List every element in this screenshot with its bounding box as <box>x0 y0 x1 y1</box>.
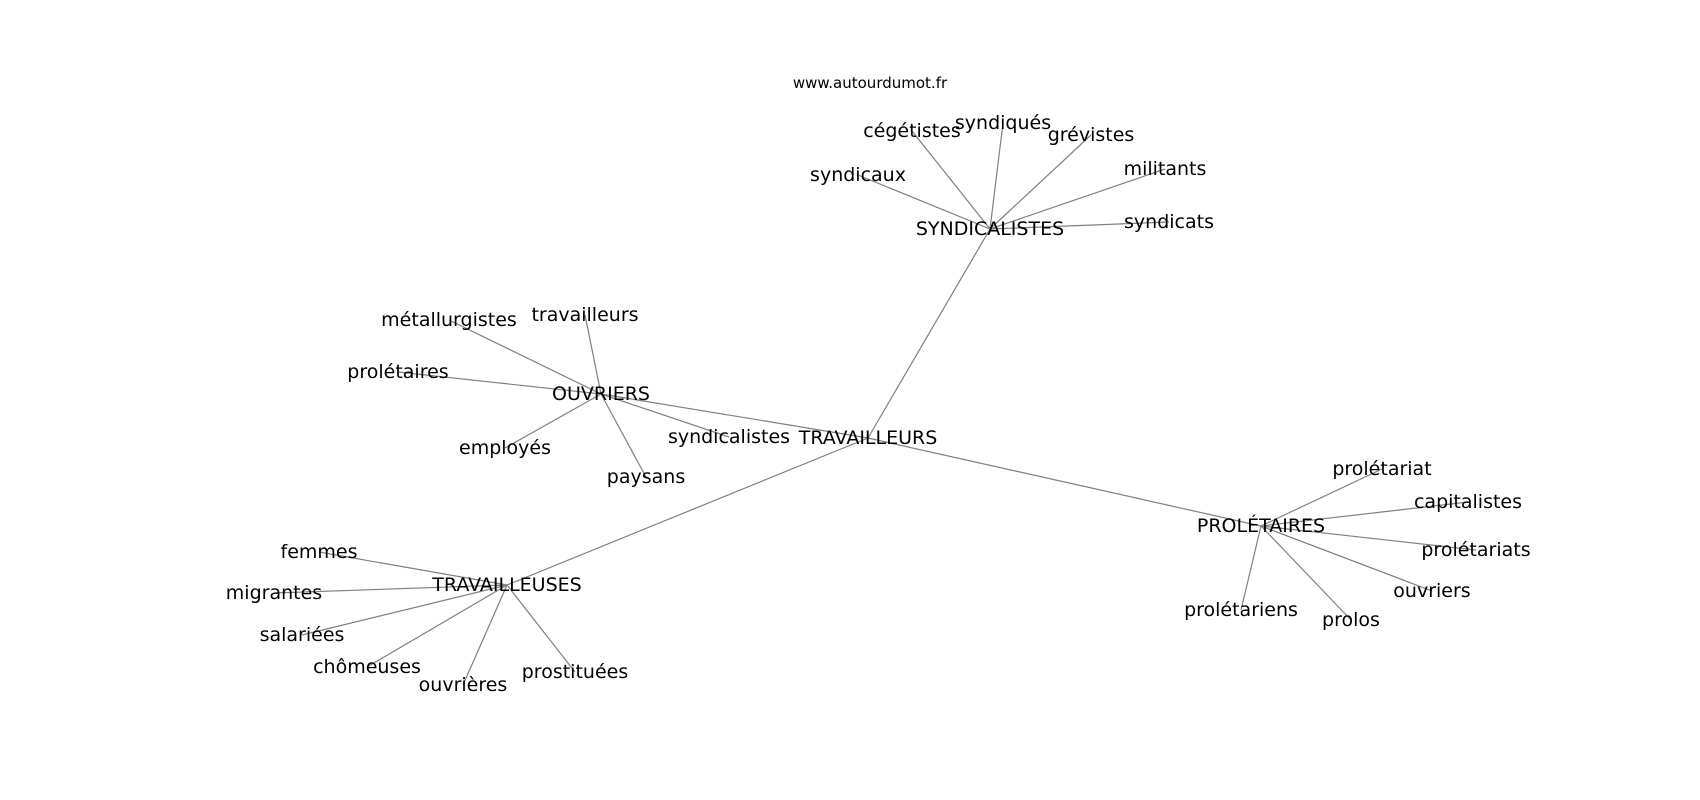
hub-node[interactable]: TRAVAILLEUSES <box>431 574 581 596</box>
word-node[interactable]: prolétariats <box>1421 539 1530 561</box>
word-node[interactable]: ouvriers <box>1393 580 1470 602</box>
edge-center-to-hub <box>867 228 991 439</box>
edge-hub-to-word <box>1260 468 1383 527</box>
edge-center-to-hub <box>506 437 869 586</box>
edge-hub-to-word <box>448 319 602 395</box>
word-node[interactable]: travailleurs <box>531 304 638 326</box>
edge-hub-to-word <box>301 584 508 636</box>
edge-center-to-hub <box>867 437 1262 527</box>
word-node[interactable]: prostituées <box>522 661 628 683</box>
edge-hub-to-word <box>366 584 508 668</box>
word-node[interactable]: femmes <box>281 541 358 563</box>
word-node[interactable]: prolos <box>1322 609 1380 631</box>
edge-hub-to-word <box>600 393 647 478</box>
center-node[interactable]: TRAVAILLEURS <box>798 427 938 449</box>
word-node[interactable]: militants <box>1124 158 1207 180</box>
edge-hub-to-word <box>1260 525 1433 592</box>
word-node[interactable]: grévistes <box>1048 124 1135 146</box>
word-node[interactable]: salariées <box>260 624 345 646</box>
edge-hub-to-word <box>504 393 602 449</box>
edge-hub-to-word <box>318 551 508 586</box>
watermark-text: www.autourdumot.fr <box>793 74 948 92</box>
edge-hub-to-word <box>1260 501 1469 527</box>
word-node[interactable]: migrantes <box>226 582 322 604</box>
word-node[interactable]: chômeuses <box>313 656 421 678</box>
edge-hub-to-word <box>989 168 1166 230</box>
word-node[interactable]: capitalistes <box>1414 491 1522 513</box>
word-node[interactable]: prolétariens <box>1184 599 1298 621</box>
word-node[interactable]: syndicaux <box>810 164 906 186</box>
word-node[interactable]: cégétistes <box>863 120 961 142</box>
word-node[interactable]: syndiqués <box>955 112 1051 134</box>
word-node[interactable]: paysans <box>607 466 685 488</box>
edge-hub-to-word <box>857 174 991 230</box>
word-node[interactable]: syndicalistes <box>668 426 790 448</box>
edge-hub-to-word <box>462 584 508 686</box>
edge-hub-to-word <box>600 393 730 438</box>
edge-hub-to-word <box>1240 525 1262 611</box>
word-node[interactable]: ouvrières <box>419 674 508 696</box>
edge-hub-to-word <box>1260 525 1352 621</box>
edge-hub-to-word <box>1260 525 1477 551</box>
edge-hub-to-word <box>506 584 576 673</box>
edge-hub-to-word <box>273 584 508 594</box>
edge-hub-to-word <box>989 221 1170 230</box>
word-node[interactable]: prolétaires <box>347 361 448 383</box>
word-node[interactable]: syndicats <box>1124 211 1214 233</box>
edge-hub-to-word <box>989 134 1092 230</box>
hub-node[interactable]: OUVRIERS <box>552 383 650 405</box>
word-node[interactable]: métallurgistes <box>381 309 517 331</box>
edge-hub-to-word <box>989 122 1004 230</box>
hub-node[interactable]: PROLÉTAIRES <box>1197 514 1325 537</box>
hub-node[interactable]: SYNDICALISTES <box>916 218 1064 240</box>
edge-hub-to-word <box>397 371 602 395</box>
edge-hub-to-word <box>911 130 991 230</box>
word-node[interactable]: employés <box>459 437 551 459</box>
word-node[interactable]: prolétariat <box>1332 458 1431 480</box>
graph-labels: www.autourdumot.fr TRAVAILLEURS SYNDICALI… <box>226 74 1531 696</box>
edge-center-to-hub <box>600 393 869 439</box>
graph-edges <box>273 122 1477 686</box>
edge-hub-to-word <box>584 314 602 395</box>
